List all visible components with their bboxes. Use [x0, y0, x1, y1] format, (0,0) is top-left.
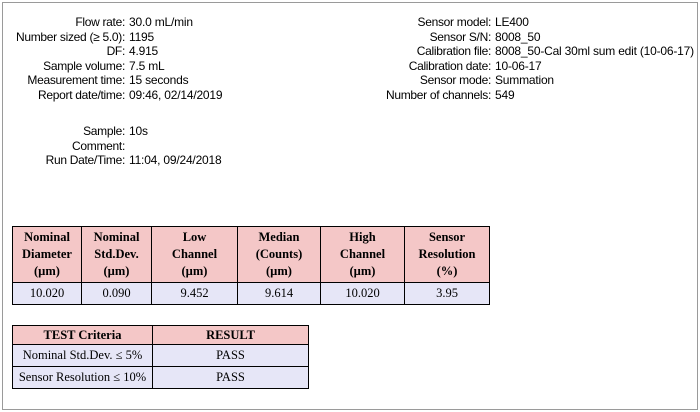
header-line: (%): [436, 264, 458, 278]
field-value: 549: [495, 87, 515, 102]
criterion-cell: Nominal Std.Dev. ≤ 5%: [12, 344, 153, 367]
field-label: Sensor mode:: [419, 73, 491, 88]
field-value: 8008_50: [495, 29, 541, 44]
field-label: Calibration date:: [408, 58, 492, 73]
field-label: Report date/time:: [38, 87, 125, 102]
field-label: DF:: [106, 44, 126, 59]
results-table: Nominal Diameter (µm) Nominal Std.Dev. (…: [12, 226, 490, 305]
header-median: Median (Counts) (µm): [237, 226, 321, 283]
field-label: Number of channels:: [385, 87, 491, 102]
header-test-criteria: TEST Criteria: [12, 325, 153, 345]
run-info-row: Number sized (≥ 5.0): 1195: [3, 30, 222, 45]
field-label: Run Date/Time:: [45, 153, 126, 168]
header-high-channel: High Channel (µm): [320, 226, 405, 283]
sensor-info-row: Sensor model:LE400: [343, 15, 694, 30]
value-median: 9.614: [237, 282, 321, 305]
header-line: Resolution: [418, 247, 476, 261]
value-nominal-stddev: 0.090: [81, 282, 152, 305]
field-value: 10-06-17: [495, 58, 542, 73]
results-header-row: Nominal Diameter (µm) Nominal Std.Dev. (…: [12, 226, 490, 283]
run-info-row: Sample volume: 7.5 mL: [3, 59, 222, 74]
header-sensor-resolution: Sensor Resolution (%): [404, 226, 490, 283]
field-value: 09:46, 02/14/2019: [129, 87, 223, 102]
field-value: 7.5 mL: [129, 58, 165, 73]
criteria-header-row: TEST Criteria RESULT: [12, 325, 309, 345]
result-cell: PASS: [152, 366, 309, 389]
header-line: Diameter: [22, 247, 72, 261]
criteria-row: Nominal Std.Dev. ≤ 5% PASS: [12, 344, 309, 367]
field-value: Summation: [495, 73, 554, 88]
header-line: Channel: [171, 247, 218, 261]
field-label: Flow rate:: [75, 15, 125, 29]
header-line: (µm): [103, 264, 130, 278]
sample-info-row: Run Date/Time:11:04, 09/24/2018: [3, 153, 222, 168]
field-value: 4.915: [129, 44, 159, 59]
header-line: (Counts): [255, 247, 303, 261]
header-low-channel: Low Channel (µm): [151, 226, 238, 283]
sensor-info-row: Sensor S/N:8008_50: [343, 30, 694, 45]
field-label: Sensor S/N:: [429, 29, 492, 44]
field-value: LE400: [495, 15, 529, 29]
header-line: Nominal: [93, 230, 140, 244]
field-label: Calibration file:: [416, 44, 492, 59]
field-label: Sample volume:: [43, 58, 125, 73]
criteria-row: Sensor Resolution ≤ 10% PASS: [12, 366, 309, 389]
field-label: Measurement time:: [27, 73, 125, 88]
run-info-row: DF:4.915: [3, 44, 222, 59]
header-nominal-stddev: Nominal Std.Dev. (µm): [81, 226, 152, 283]
header-line: (µm): [34, 264, 60, 278]
run-info-row: Flow rate: 30.0 mL/min: [3, 15, 222, 30]
sample-info-row: Sample: 10s: [3, 124, 221, 139]
criterion-cell: Sensor Resolution ≤ 10%: [12, 366, 153, 389]
field-label: Comment:: [72, 138, 125, 153]
header-line: (µm): [181, 264, 208, 278]
header-line: Low: [182, 230, 207, 244]
sensor-info-row: Calibration file:8008_50-Cal 30ml sum ed…: [343, 44, 694, 59]
results-value-row: 10.020 0.090 9.452 9.614 10.020 3.95: [12, 282, 490, 305]
field-label: Sample:: [83, 124, 125, 138]
field-value: 11:04, 09/24/2018: [129, 153, 222, 168]
field-value: 15 seconds: [129, 73, 189, 88]
header-line: Median: [258, 230, 300, 244]
result-cell: PASS: [152, 344, 309, 367]
header-line: Nominal: [24, 230, 70, 244]
field-value: 10s: [129, 124, 148, 138]
header-line: Sensor: [428, 230, 466, 244]
field-value: 8008_50-Cal 30ml sum edit (10-06-17): [495, 44, 694, 59]
header-line: High: [349, 230, 376, 244]
sensor-info-row: Sensor mode: Summation: [343, 73, 694, 88]
field-value: [125, 139, 129, 154]
run-info-row: Measurement time: 15 seconds: [3, 73, 222, 88]
value-high-channel: 10.020: [320, 282, 405, 305]
field-label: Sensor model:: [417, 15, 492, 29]
field-value: 30.0 mL/min: [129, 15, 193, 29]
criteria-table: TEST Criteria RESULT Nominal Std.Dev. ≤ …: [12, 325, 309, 389]
sample-info-row: Comment:: [3, 139, 221, 154]
run-info-row: Report date/time: 09:46, 02/14/2019: [3, 87, 223, 103]
header-line: (µm): [349, 264, 376, 278]
value-low-channel: 9.452: [151, 282, 238, 305]
sensor-info-row: Calibration date:10-06-17: [343, 59, 694, 74]
header-line: (µm): [266, 264, 292, 278]
value-nominal-diameter: 10.020: [12, 282, 82, 305]
value-sensor-resolution: 3.95: [404, 282, 490, 305]
header-result: RESULT: [152, 325, 309, 345]
header-line: Channel: [339, 247, 386, 261]
field-value: 1195: [129, 29, 155, 44]
field-label: Number sized (≥ 5.0):: [16, 29, 125, 44]
sensor-info-row: Number of channels: 549: [343, 88, 694, 103]
header-nominal-diameter: Nominal Diameter (µm): [12, 226, 82, 283]
header-line: Std.Dev.: [94, 247, 139, 261]
